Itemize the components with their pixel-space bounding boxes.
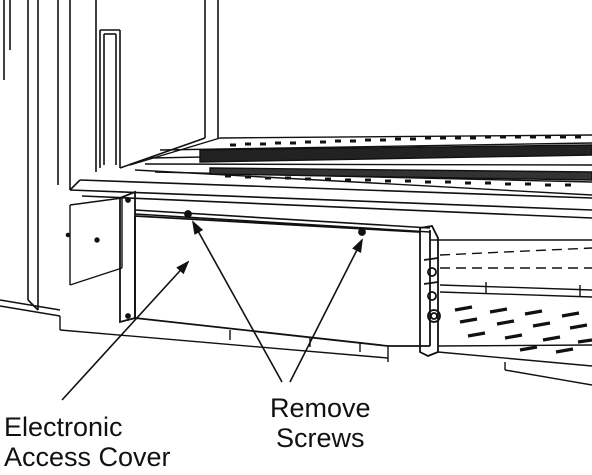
callout-arrows xyxy=(61,220,363,401)
cabinet-frame xyxy=(3,0,219,311)
remove-label-line2: Screws xyxy=(276,423,365,453)
base-pan-slots xyxy=(454,305,592,354)
remove-label-line1: Remove xyxy=(270,393,371,423)
electronic-access-cover xyxy=(119,190,441,357)
electronic-label-line2: Access Cover xyxy=(4,442,171,472)
grate-slots xyxy=(225,135,581,187)
base-pan xyxy=(0,239,592,386)
firebox-grate xyxy=(129,134,592,196)
electronic-cover-leader xyxy=(61,260,190,401)
electronic-access-cover-label: Electronic Access Cover xyxy=(4,412,171,472)
front-ledge xyxy=(69,179,592,233)
electronic-label-line1: Electronic xyxy=(4,412,123,442)
left-side-box xyxy=(65,197,123,286)
left-screw-leader xyxy=(192,220,283,383)
remove-screws-label: Remove Screws xyxy=(270,393,371,453)
right-screw-leader xyxy=(289,238,363,383)
